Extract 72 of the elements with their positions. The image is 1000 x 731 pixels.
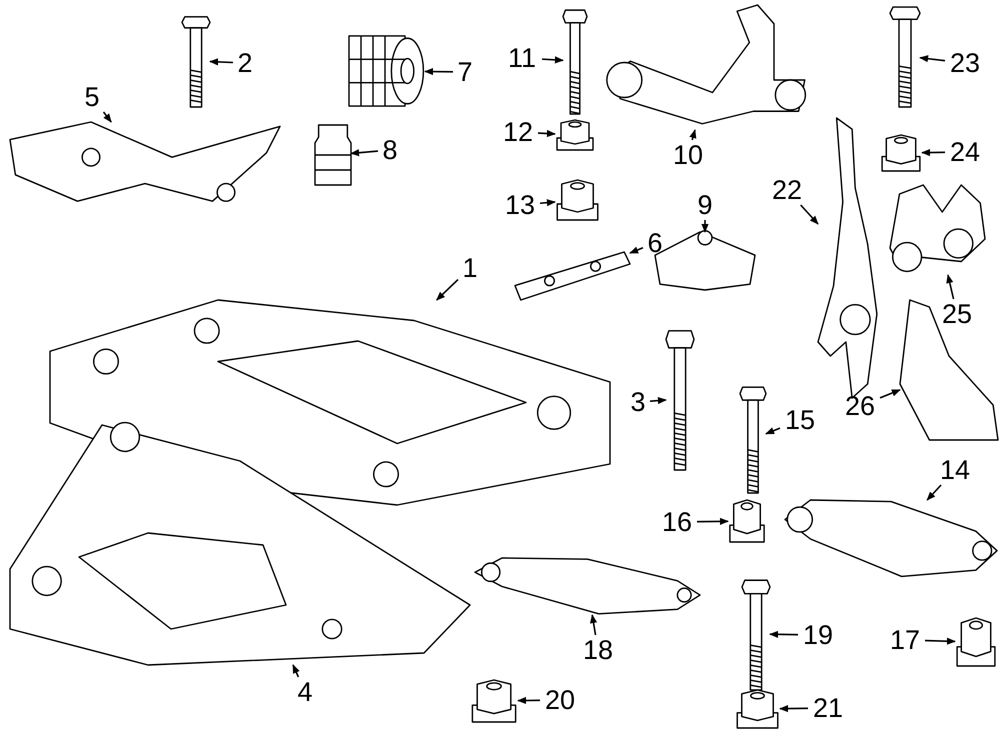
- callout-number: 16: [657, 507, 697, 537]
- leader-arrow: [946, 274, 954, 300]
- callout-number: 22: [767, 175, 807, 205]
- knuckle-drawing: [818, 118, 880, 398]
- callout-number: 1: [458, 253, 482, 283]
- callout-number: 7: [453, 57, 477, 87]
- callout-number: 24: [945, 137, 985, 167]
- callout-number: 17: [885, 625, 925, 655]
- leader-arrow: [924, 638, 956, 645]
- leader-arrow: [590, 614, 598, 636]
- leader-arrow: [209, 58, 234, 66]
- callout-number: 4: [293, 677, 317, 707]
- leader-arrow: [926, 484, 942, 501]
- leader-arrow: [701, 220, 709, 233]
- bolt-drawing: [740, 385, 766, 493]
- leader-arrow: [765, 427, 780, 434]
- leader-arrow: [880, 389, 901, 399]
- leader-arrow: [436, 278, 459, 301]
- callout-number: 26: [840, 391, 880, 421]
- bolt-drawing: [666, 328, 694, 470]
- callout-number: 8: [378, 135, 402, 165]
- bolt-drawing: [563, 8, 587, 114]
- leader-arrow: [919, 55, 946, 62]
- callout-number: 13: [500, 190, 540, 220]
- nut-drawing: [555, 180, 600, 220]
- bolt-drawing: [742, 578, 770, 690]
- leader-arrow: [650, 396, 667, 404]
- leader-arrow: [102, 112, 112, 123]
- leader-arrow: [350, 149, 378, 156]
- bolt-drawing: [182, 15, 210, 107]
- callout-number: 25: [937, 299, 977, 329]
- callout-number: 3: [626, 387, 650, 417]
- leader-arrow: [689, 129, 696, 140]
- leader-arrow: [800, 204, 819, 225]
- callout-number: 6: [643, 228, 667, 258]
- leader-arrow: [921, 148, 946, 156]
- nut-drawing: [470, 680, 518, 722]
- leader-arrow: [517, 696, 540, 704]
- callout-number: 2: [233, 48, 257, 78]
- callout-number: 5: [80, 82, 104, 112]
- leader-arrow: [629, 246, 644, 254]
- callout-number: 10: [668, 140, 708, 170]
- control-arm-drawing: [785, 500, 997, 578]
- callout-number: 20: [540, 685, 580, 715]
- leader-arrow: [540, 199, 556, 206]
- leader-arrow: [538, 130, 556, 138]
- nut-drawing: [728, 500, 766, 542]
- leader-arrow: [696, 518, 729, 525]
- callout-number: 18: [578, 635, 618, 665]
- nut-drawing: [555, 120, 595, 150]
- bracket-drawing: [515, 252, 630, 300]
- callout-number: 23: [945, 48, 985, 78]
- leader-arrow: [542, 56, 564, 64]
- leader-arrow: [292, 664, 300, 678]
- bump-stop-drawing: [315, 125, 351, 185]
- shield-drawing: [900, 300, 998, 440]
- nut-drawing: [735, 690, 780, 728]
- callout-number: 15: [780, 405, 820, 435]
- callout-number: 19: [798, 620, 838, 650]
- nut-drawing: [880, 135, 922, 171]
- leader-arrow: [769, 630, 798, 638]
- bolt-drawing: [890, 5, 920, 107]
- callout-number: 12: [498, 117, 538, 147]
- leader-arrow: [779, 704, 808, 712]
- callout-number: 21: [808, 693, 848, 723]
- bracket-drawing: [890, 185, 985, 275]
- control-arm-drawing: [475, 558, 700, 615]
- callout-number: 9: [693, 190, 717, 220]
- leader-arrow: [424, 68, 454, 76]
- callout-number: 14: [935, 455, 975, 485]
- nut-drawing: [955, 618, 997, 666]
- callout-number: 11: [502, 43, 542, 73]
